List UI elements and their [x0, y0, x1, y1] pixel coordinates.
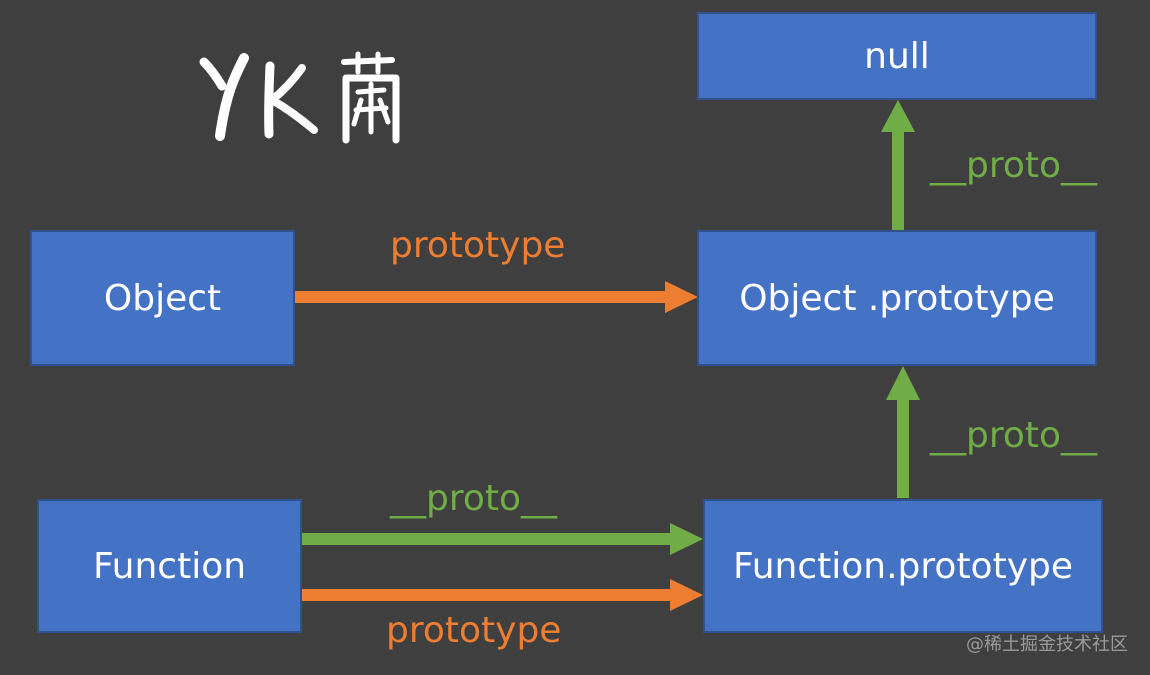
node-function-prototype: Function.prototype [703, 499, 1103, 633]
label-function-proto: __proto__ [390, 478, 558, 519]
arrow-object-prototype-to-null [881, 100, 915, 230]
label-function-prototype: prototype [386, 610, 562, 651]
label-object-prototype-to-null: __proto__ [930, 145, 1098, 186]
arrow-function-proto [302, 523, 703, 555]
node-function: Function [37, 499, 302, 633]
arrow-object-prototype [295, 281, 698, 313]
node-object: Object [30, 230, 295, 366]
arrow-function-prototype-to-object-prototype [886, 366, 920, 498]
watermark: @稀土掘金技术社区 [966, 634, 1128, 655]
node-null: null [697, 12, 1097, 100]
label-object-prototype: prototype [390, 225, 566, 266]
arrow-function-prototype [302, 579, 703, 611]
node-object-prototype: Object .prototype [697, 230, 1097, 366]
yk-logo [199, 51, 400, 144]
label-function-prototype-to-object-prototype: __proto__ [930, 415, 1098, 456]
